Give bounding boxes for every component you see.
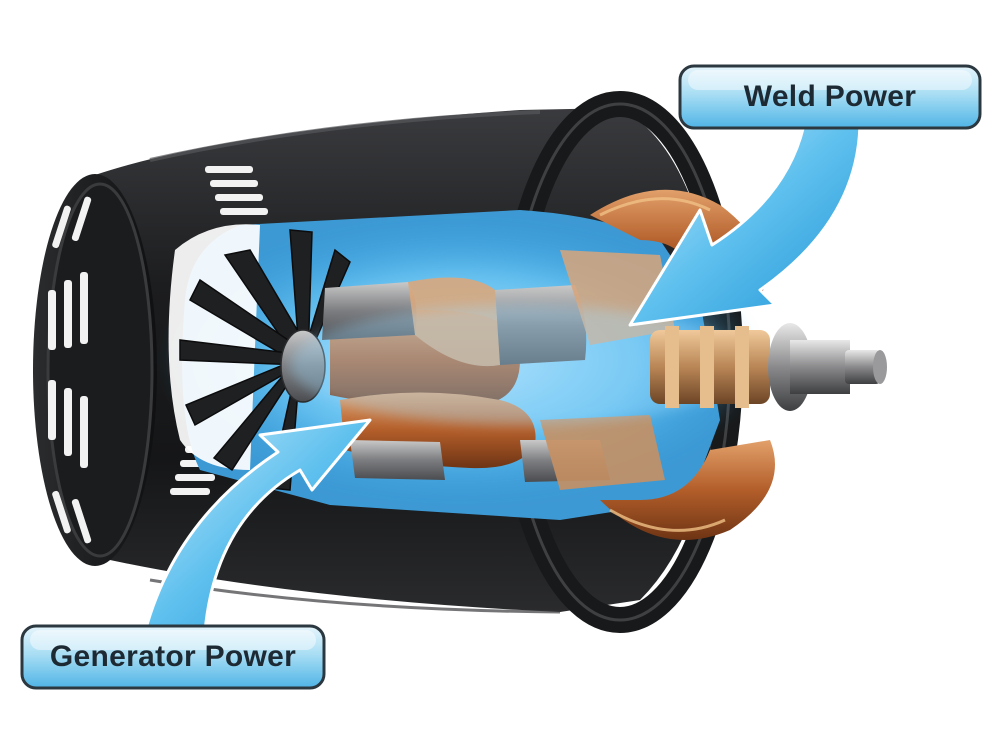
vent-slots (48, 166, 268, 544)
generator-power-arrow (143, 418, 372, 634)
curved-arrow-icon (628, 118, 862, 327)
curved-arrow-icon (143, 418, 372, 634)
weld-power-callout (678, 64, 982, 130)
generator-power-callout (20, 624, 326, 690)
shaft-assembly (650, 323, 887, 411)
rotor-assembly (290, 189, 775, 540)
weld-power-arrow (628, 118, 862, 327)
